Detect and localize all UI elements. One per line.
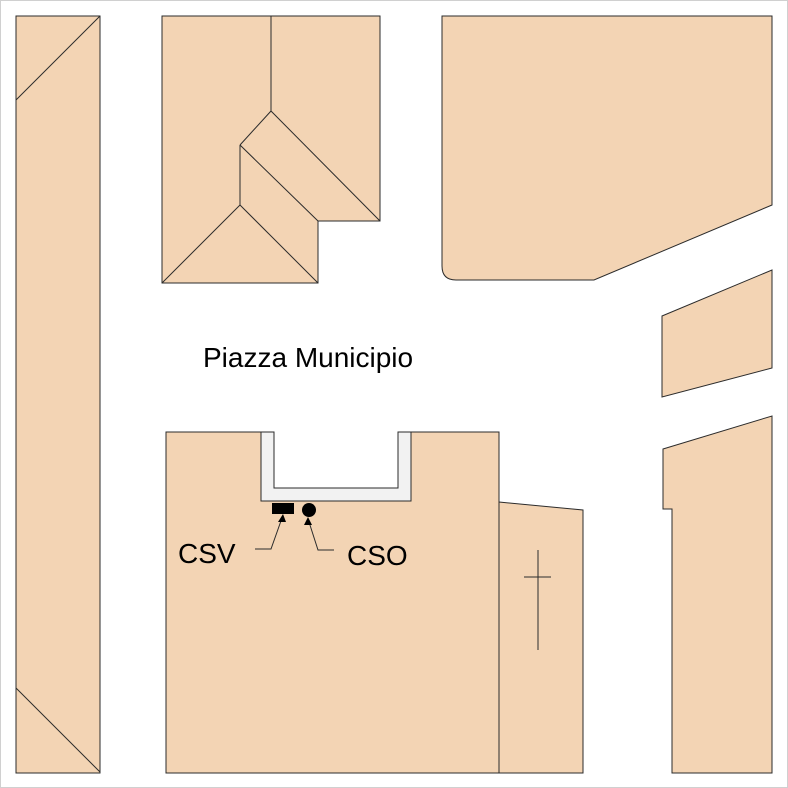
block-top-right (441, 15, 773, 281)
cso-label: CSO (347, 540, 408, 571)
block-right-middle (661, 269, 773, 398)
csv-label: CSV (178, 538, 236, 569)
block-left-strip (15, 15, 101, 774)
block-church (498, 501, 584, 774)
csv-leader-arrow (255, 514, 286, 550)
csv-marker-square (272, 503, 294, 514)
courtyard (260, 431, 412, 502)
block-lower-right (662, 415, 773, 774)
block-town-hall (165, 431, 500, 774)
cso-marker-circle (302, 503, 316, 517)
square-name-label: Piazza Municipio (203, 342, 413, 373)
block-top-left-roof (161, 15, 381, 284)
cso-leader-arrow (304, 517, 334, 551)
